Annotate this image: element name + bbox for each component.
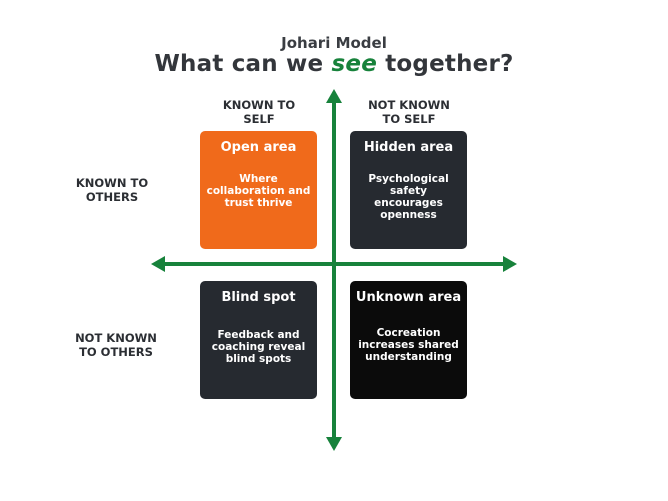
label-line: NOT KNOWN	[75, 331, 157, 345]
column-label-not-known-to-self: NOT KNOWN TO SELF	[360, 98, 458, 126]
quadrant-hidden-area: Hidden area Psychological safety encoura…	[350, 131, 467, 249]
description-line: increases shared	[358, 339, 459, 351]
quadrant-title: Unknown area	[355, 290, 462, 305]
quadrant-description: Feedback and coaching reveal blind spots	[204, 329, 313, 365]
description-line: collaboration and	[206, 185, 311, 197]
diagram-subtitle: Johari Model	[281, 34, 387, 52]
description-line: Feedback and	[217, 329, 300, 341]
title-text-after: together?	[377, 51, 514, 77]
label-line: TO SELF	[382, 112, 436, 126]
title-text-before: What can we	[154, 51, 332, 77]
label-line: SELF	[243, 112, 275, 126]
description-line: understanding	[365, 351, 452, 363]
description-line: Psychological	[368, 173, 449, 185]
row-label-not-known-to-others: NOT KNOWN TO OTHERS	[68, 331, 164, 359]
label-line: NOT KNOWN	[368, 98, 450, 112]
label-line: KNOWN TO	[75, 176, 149, 190]
description-line: Cocreation	[376, 327, 441, 339]
row-label-known-to-others: KNOWN TO OTHERS	[68, 176, 156, 204]
quadrant-description: Psychological safety encourages openness	[354, 173, 463, 221]
quadrant-blind-spot: Blind spot Feedback and coaching reveal …	[200, 281, 317, 399]
left-arrowhead	[151, 256, 165, 272]
quadrant-title: Hidden area	[363, 140, 454, 155]
title-accent-word: see	[331, 51, 378, 77]
description-line: coaching reveal	[211, 341, 306, 353]
label-line: TO OTHERS	[79, 345, 153, 359]
description-line: Where	[239, 173, 278, 185]
quadrant-unknown-area: Unknown area Cocreation increases shared…	[350, 281, 467, 399]
right-arrowhead	[503, 256, 517, 272]
description-line: openness	[380, 209, 437, 221]
label-line: OTHERS	[85, 190, 139, 204]
description-line: safety encourages	[374, 185, 443, 209]
quadrant-title: Blind spot	[221, 290, 296, 305]
quadrant-description: Cocreation increases shared understandin…	[354, 327, 463, 363]
quadrant-description: Where collaboration and trust thrive	[204, 173, 313, 209]
diagram-title: What can we see together?	[0, 51, 668, 77]
label-line: KNOWN TO	[222, 98, 296, 112]
quadrant-title: Open area	[220, 140, 297, 155]
description-line: trust thrive	[224, 197, 293, 209]
down-arrowhead	[326, 437, 342, 451]
quadrant-open-area: Open area Where collaboration and trust …	[200, 131, 317, 249]
column-label-known-to-self: KNOWN TO SELF	[210, 98, 308, 126]
up-arrowhead	[326, 89, 342, 103]
description-line: blind spots	[225, 353, 292, 365]
